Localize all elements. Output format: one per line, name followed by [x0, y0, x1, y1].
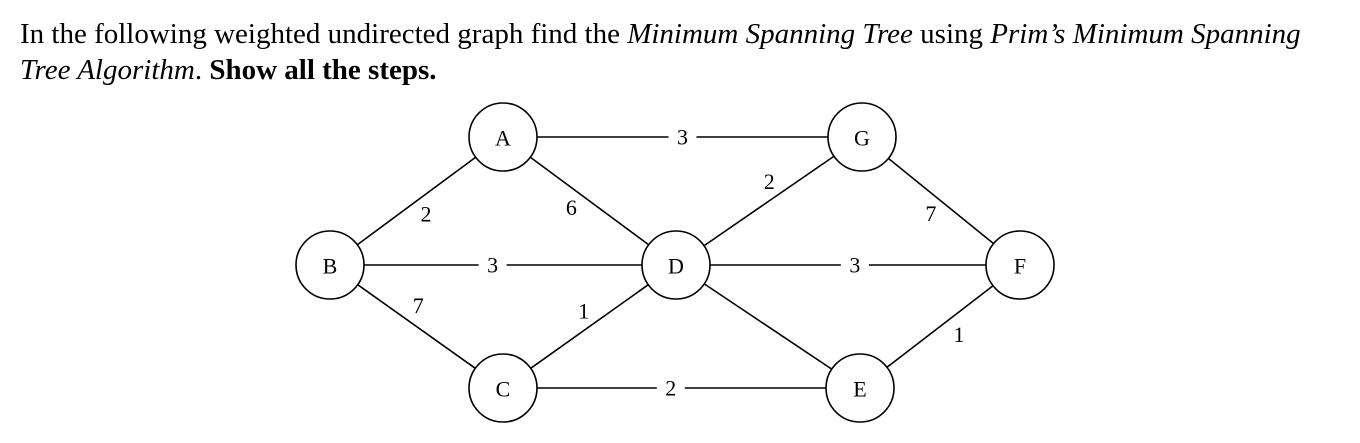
node-label-a: A: [495, 126, 511, 151]
node-label-c: C: [496, 377, 511, 402]
edge-b-c: 7: [357, 284, 476, 369]
edge-line-b-c: [357, 284, 476, 369]
edge-weight-b-c: 7: [413, 293, 424, 318]
edge-line-a-b: [356, 156, 477, 246]
edge-weight-a-g: 3: [677, 125, 688, 150]
node-layer: A B C D E F G: [295, 102, 1055, 423]
question-part-3: .: [194, 54, 210, 86]
node-a: A: [468, 102, 538, 172]
node-circle-d: [641, 230, 711, 300]
edge-a-g: 3: [537, 123, 828, 151]
edge-g-f: 7: [887, 157, 995, 245]
edge-weight-c-d: 1: [578, 298, 589, 323]
question-part-2: using: [912, 18, 991, 50]
node-b: B: [295, 230, 365, 300]
edge-e-f: 1: [886, 285, 994, 368]
node-circle-c: [468, 353, 538, 423]
node-circle-f: [985, 230, 1055, 300]
node-circle-b: [295, 230, 365, 300]
question-text: In the following weighted undirected gra…: [20, 16, 1350, 88]
node-circle-a: [468, 102, 538, 172]
node-label-b: B: [323, 254, 338, 279]
node-label-d: D: [668, 254, 684, 279]
node-label-g: G: [854, 126, 870, 151]
edge-c-d: 1: [530, 284, 649, 369]
edge-line-e-f: [886, 285, 994, 368]
edge-c-e: 2: [537, 374, 826, 402]
edge-weight-c-e: 2: [665, 376, 676, 401]
edge-weight-a-b: 2: [421, 201, 432, 226]
edge-d-e: [703, 283, 833, 370]
node-d: D: [641, 230, 711, 300]
edge-b-d: 3: [364, 251, 642, 279]
node-circle-e: [825, 353, 895, 423]
edge-weight-gap: [668, 123, 697, 151]
edge-weight-gap: [478, 251, 507, 279]
node-e: E: [825, 353, 895, 423]
edge-layer: 3 2 6 3 7 1 2 2 3 7 1: [356, 123, 995, 402]
node-f: F: [985, 230, 1055, 300]
edge-line-d-e: [703, 283, 833, 370]
edge-d-f: 3: [710, 251, 986, 279]
edge-line-a-d: [529, 156, 650, 246]
question-term-mst: Minimum Spanning Tree: [627, 18, 913, 50]
question-term-prim: Prim’s Minimum Spanning Tree Algorithm: [20, 18, 1301, 86]
node-label-e: E: [853, 377, 866, 402]
edge-weight-d-g: 2: [764, 169, 775, 194]
edge-weight-g-f: 7: [925, 201, 936, 226]
node-g: G: [827, 102, 897, 172]
edge-weight-d-f: 3: [849, 253, 860, 278]
node-circle-g: [827, 102, 897, 172]
node-label-f: F: [1014, 254, 1026, 279]
edge-weight-gap: [656, 374, 685, 402]
edge-d-g: 2: [703, 155, 835, 247]
edge-a-d: 6: [529, 156, 650, 246]
edge-line-g-f: [887, 157, 995, 245]
edge-weight-b-d: 3: [487, 253, 498, 278]
question-emphasis: Show all the steps.: [209, 54, 437, 86]
edge-weight-a-d: 6: [566, 195, 577, 220]
question-part-1: In the following weighted undirected gra…: [20, 18, 628, 50]
edge-weight-gap: [840, 251, 869, 279]
edge-a-b: 2: [356, 156, 477, 246]
edge-weight-e-f: 1: [953, 322, 964, 347]
edge-line-c-d: [530, 284, 649, 369]
edge-line-d-g: [703, 155, 835, 247]
node-c: C: [468, 353, 538, 423]
